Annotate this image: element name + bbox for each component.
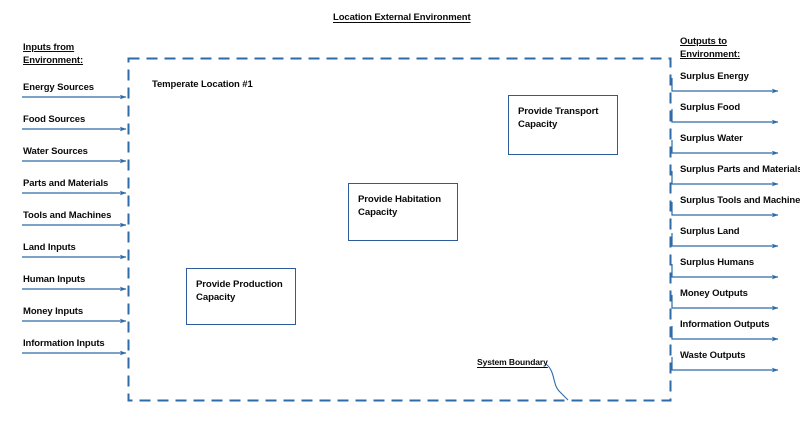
inputs-heading-line2: Environment: [23, 54, 84, 66]
process-box-provide-production-capacity[interactable]: Provide Production Capacity [186, 268, 296, 325]
output-label-surplus-energy: Surplus Energy [680, 71, 749, 82]
output-label-surplus-water: Surplus Water [680, 133, 743, 144]
process-box-habitation-label: Provide Habitation Capacity [358, 194, 441, 218]
output-label-surplus-humans: Surplus Humans [680, 257, 755, 268]
outputs-heading: Outputs to Environment: [680, 36, 740, 61]
input-label-food-sources: Food Sources [23, 114, 86, 125]
input-label-energy-sources: Energy Sources [23, 82, 94, 93]
input-label-land-inputs: Land Inputs [23, 242, 76, 253]
diagram-title: Location External Environment [333, 12, 471, 23]
process-box-provide-habitation-capacity[interactable]: Provide Habitation Capacity [348, 183, 458, 241]
output-label-surplus-land: Surplus Land [680, 226, 740, 237]
input-label-parts-and-materials: Parts and Materials [23, 178, 109, 189]
process-box-transport-label: Provide Transport Capacity [518, 106, 599, 130]
input-label-water-sources: Water Sources [23, 146, 88, 157]
output-label-surplus-tools-and-machines: Surplus Tools and Machines [680, 195, 800, 206]
process-box-provide-transport-capacity[interactable]: Provide Transport Capacity [508, 95, 618, 155]
location-label: Temperate Location #1 [152, 79, 253, 90]
input-label-tools-and-machines: Tools and Machines [23, 210, 112, 221]
output-label-waste-outputs: Waste Outputs [680, 350, 746, 361]
output-label-information-outputs: Information Outputs [680, 319, 770, 330]
output-label-surplus-food: Surplus Food [680, 102, 741, 113]
outputs-heading-line2: Environment: [680, 48, 741, 60]
inputs-heading-line1: Inputs from [23, 42, 75, 53]
inputs-heading: Inputs from Environment: [23, 42, 83, 67]
input-label-human-inputs: Human Inputs [23, 274, 86, 285]
output-label-surplus-parts-and-materials: Surplus Parts and Materials [680, 164, 800, 175]
input-label-money-inputs: Money Inputs [23, 306, 84, 317]
system-boundary-leader-line [545, 363, 569, 401]
output-label-money-outputs: Money Outputs [680, 288, 748, 299]
input-label-information-inputs: Information Inputs [23, 338, 105, 349]
system-boundary-note: System Boundary [477, 357, 548, 367]
process-box-production-label: Provide Production Capacity [196, 279, 283, 303]
outputs-heading-line1: Outputs to [680, 36, 728, 47]
